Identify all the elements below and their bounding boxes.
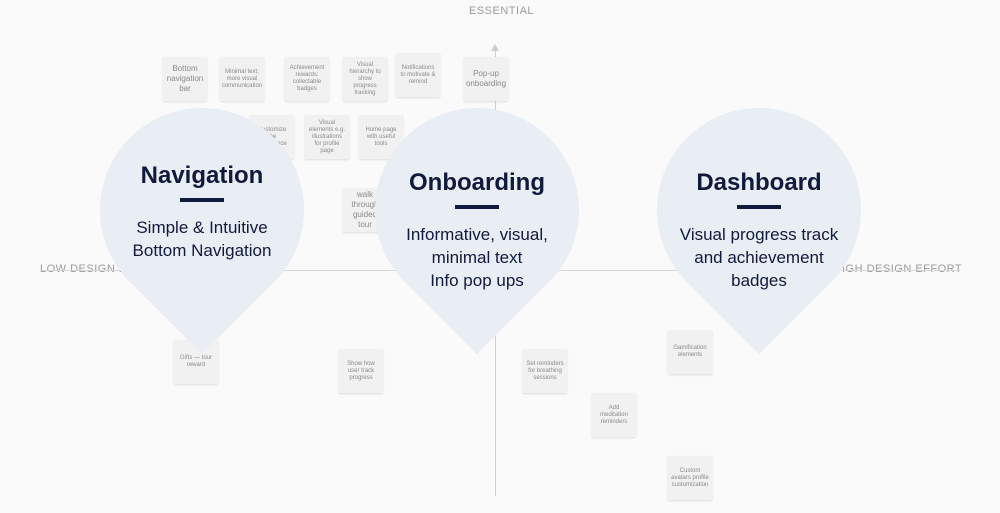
pin-description-line: badges — [731, 271, 787, 290]
axis-label-top: ESSENTIAL — [469, 5, 535, 17]
sticky-note[interactable]: Custom avatars profile customization — [668, 456, 712, 500]
axis-label-left: LOW DESIGN E — [40, 263, 127, 275]
pin-description-line: Bottom Navigation — [132, 241, 272, 260]
pin-description-line: Simple & Intuitive — [136, 218, 268, 237]
pin-title: Navigation — [140, 162, 264, 189]
navigation-pin[interactable]: Navigation Simple & Intuitive Bottom Nav… — [92, 162, 312, 262]
sticky-note[interactable]: Visual hierarchy to show progress tracki… — [343, 57, 387, 101]
pin-title: Onboarding — [409, 169, 545, 196]
sticky-note[interactable]: Gamification elements — [668, 330, 712, 374]
sticky-note[interactable]: Pop-up onboarding — [464, 57, 508, 101]
axis-arrow-icon — [491, 44, 499, 51]
dashboard-pin[interactable]: Dashboard Visual progress track and achi… — [649, 169, 869, 292]
pin-description-line: Visual progress track — [679, 225, 839, 244]
title-underline — [455, 205, 499, 209]
pin-description-line: Informative, visual, — [406, 225, 548, 244]
sticky-note[interactable]: Notifications to motivate & remind — [396, 53, 440, 97]
pin-description-line: and achievement — [694, 248, 824, 267]
sticky-note[interactable]: Set reminders for breathing sessions — [523, 349, 567, 393]
pin-description-line: minimal text — [431, 248, 523, 267]
axis-label-right: IGH DESIGN EFFORT — [842, 263, 963, 275]
sticky-note[interactable]: Show how user track progress — [339, 349, 383, 393]
pin-description-line: Info pop ups — [430, 271, 524, 290]
sticky-note[interactable]: Bottom navigation bar — [163, 57, 207, 101]
sticky-note[interactable]: Visual elements e.g. illustrations for p… — [305, 115, 349, 159]
sticky-note[interactable]: Add meditation reminders — [592, 393, 636, 437]
sticky-note[interactable]: Achievement rewards: collectable badges — [285, 57, 329, 101]
title-underline — [180, 198, 224, 202]
title-underline — [737, 205, 781, 209]
pin-title: Dashboard — [696, 169, 822, 196]
sticky-note[interactable]: Minimal text, more visual communication — [220, 57, 264, 101]
onboarding-pin[interactable]: Onboarding Informative, visual, minimal … — [367, 169, 587, 292]
